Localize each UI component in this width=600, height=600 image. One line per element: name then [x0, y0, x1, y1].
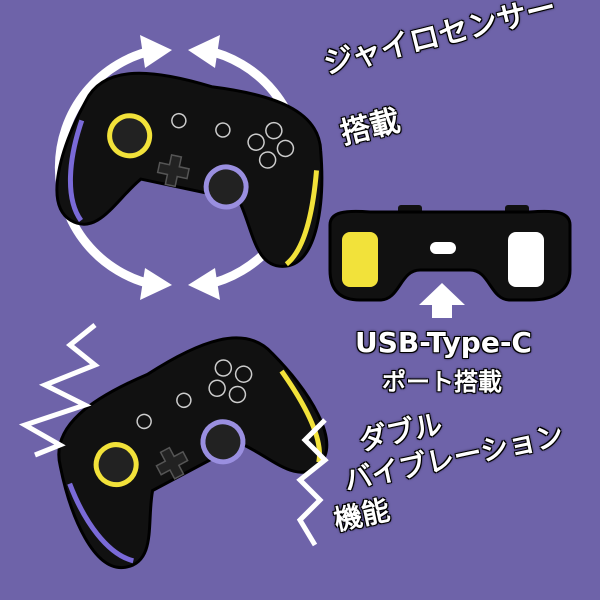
- up-arrow-icon: [419, 283, 465, 318]
- usb-c-port: [430, 242, 456, 254]
- usb-feature-label: USB-Type-C: [355, 326, 532, 359]
- controller-top-view: [328, 205, 572, 302]
- usb-feature-label-2: ポート搭載: [382, 368, 502, 396]
- arrow-heads: [140, 35, 220, 300]
- controller-gyro: [49, 58, 341, 272]
- vibration-zigzags: [18, 323, 329, 547]
